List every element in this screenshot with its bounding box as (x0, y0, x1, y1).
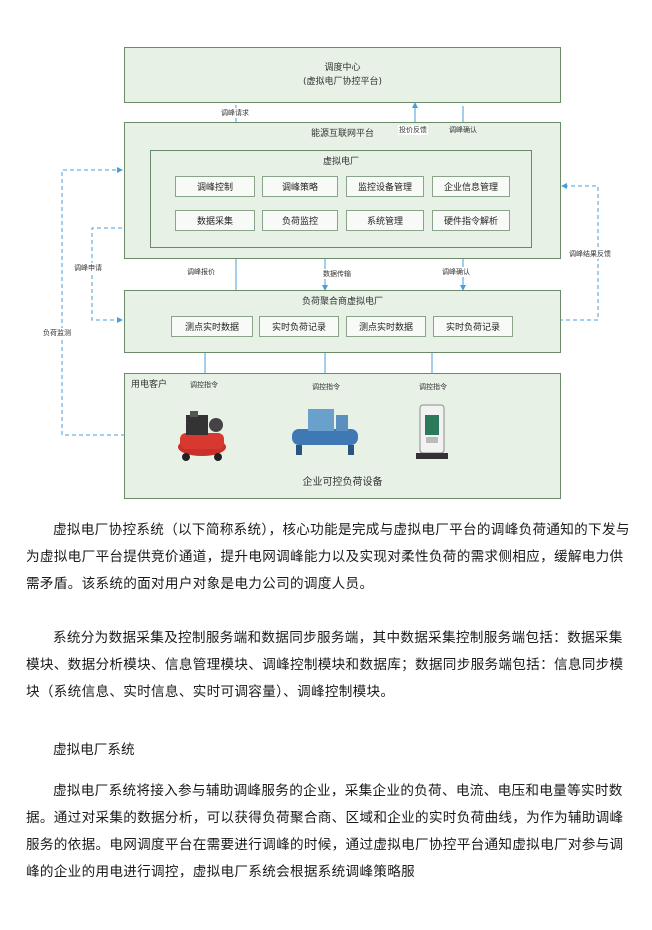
vpp-module-data-collection: 数据采集 (175, 210, 255, 231)
customer-title: 用电客户 (131, 380, 168, 390)
dispatch-center-subtitle: (虚拟电厂协控平台) (302, 77, 383, 87)
aggregator-module-point-data-1: 测点实时数据 (171, 316, 253, 337)
vpp-module-peak-strategy: 调峰策略 (262, 176, 338, 197)
architecture-diagram: 调度中心 (虚拟电厂协控平台) 能源互联网平台 虚拟电厂 调峰控制 调峰策略 监… (42, 47, 612, 499)
vpp-module-system-mgmt: 系统管理 (346, 210, 424, 231)
label-data-transfer: 数据传输 (322, 269, 352, 279)
label-load-monitor: 负荷监测 (42, 328, 72, 338)
label-control-cmd-1: 调控指令 (189, 380, 219, 390)
label-peak-request: 调峰请求 (220, 108, 250, 118)
label-peak-apply: 调峰申请 (73, 263, 103, 273)
paragraph-1: 虚拟电厂协控系统（以下简称系统），核心功能是完成与虚拟电厂平台的调峰负荷通知的下… (26, 522, 630, 592)
aggregator-title: 负荷聚合商虚拟电厂 (301, 297, 383, 307)
vpp-module-load-monitor: 负荷监控 (262, 210, 338, 231)
vpp-module-hardware-cmd-parse: 硬件指令解析 (432, 210, 510, 231)
charging-pile-icon (416, 404, 448, 459)
aggregator-module-point-data-2: 测点实时数据 (346, 316, 426, 337)
compressor-icon (178, 411, 226, 461)
section-heading: 虚拟电厂系统 (53, 742, 135, 758)
aggregator-module-load-record-1: 实时负荷记录 (259, 316, 339, 337)
vpp-module-peak-control: 调峰控制 (175, 176, 255, 197)
paragraph-2: 系统分为数据采集及控制服务端和数据同步服务端，其中数据采集控制服务端包括：数据采… (26, 630, 624, 700)
label-control-cmd-2: 调控指令 (311, 382, 341, 392)
aggregator-module-load-record-2: 实时负荷记录 (433, 316, 513, 337)
vpp-title: 虚拟电厂 (322, 157, 359, 167)
vpp-module-monitor-device-mgmt: 监控设备管理 (346, 176, 424, 197)
label-peak-bid: 调峰报价 (186, 267, 216, 277)
vpp-module-enterprise-info-mgmt: 企业信息管理 (432, 176, 510, 197)
label-peak-confirm-top: 调峰确认 (448, 125, 478, 135)
energy-platform-title: 能源互联网平台 (310, 129, 374, 139)
chiller-icon (292, 409, 358, 455)
label-control-cmd-3: 调控指令 (418, 382, 448, 392)
vpp-box: 虚拟电厂 (150, 150, 532, 248)
label-result-feedback: 调峰结果反馈 (568, 249, 612, 259)
label-peak-confirm-mid: 调峰确认 (441, 267, 471, 277)
customer-caption: 企业可控负荷设备 (302, 477, 383, 488)
paragraph-3: 虚拟电厂系统将接入参与辅助调峰服务的企业，采集企业的负荷、电流、电压和电量等实时… (26, 783, 624, 880)
label-bid-feedback: 投价反馈 (398, 125, 428, 135)
dispatch-center-title: 调度中心 (324, 63, 361, 73)
dispatch-center-box: 调度中心 (虚拟电厂协控平台) (124, 47, 561, 103)
